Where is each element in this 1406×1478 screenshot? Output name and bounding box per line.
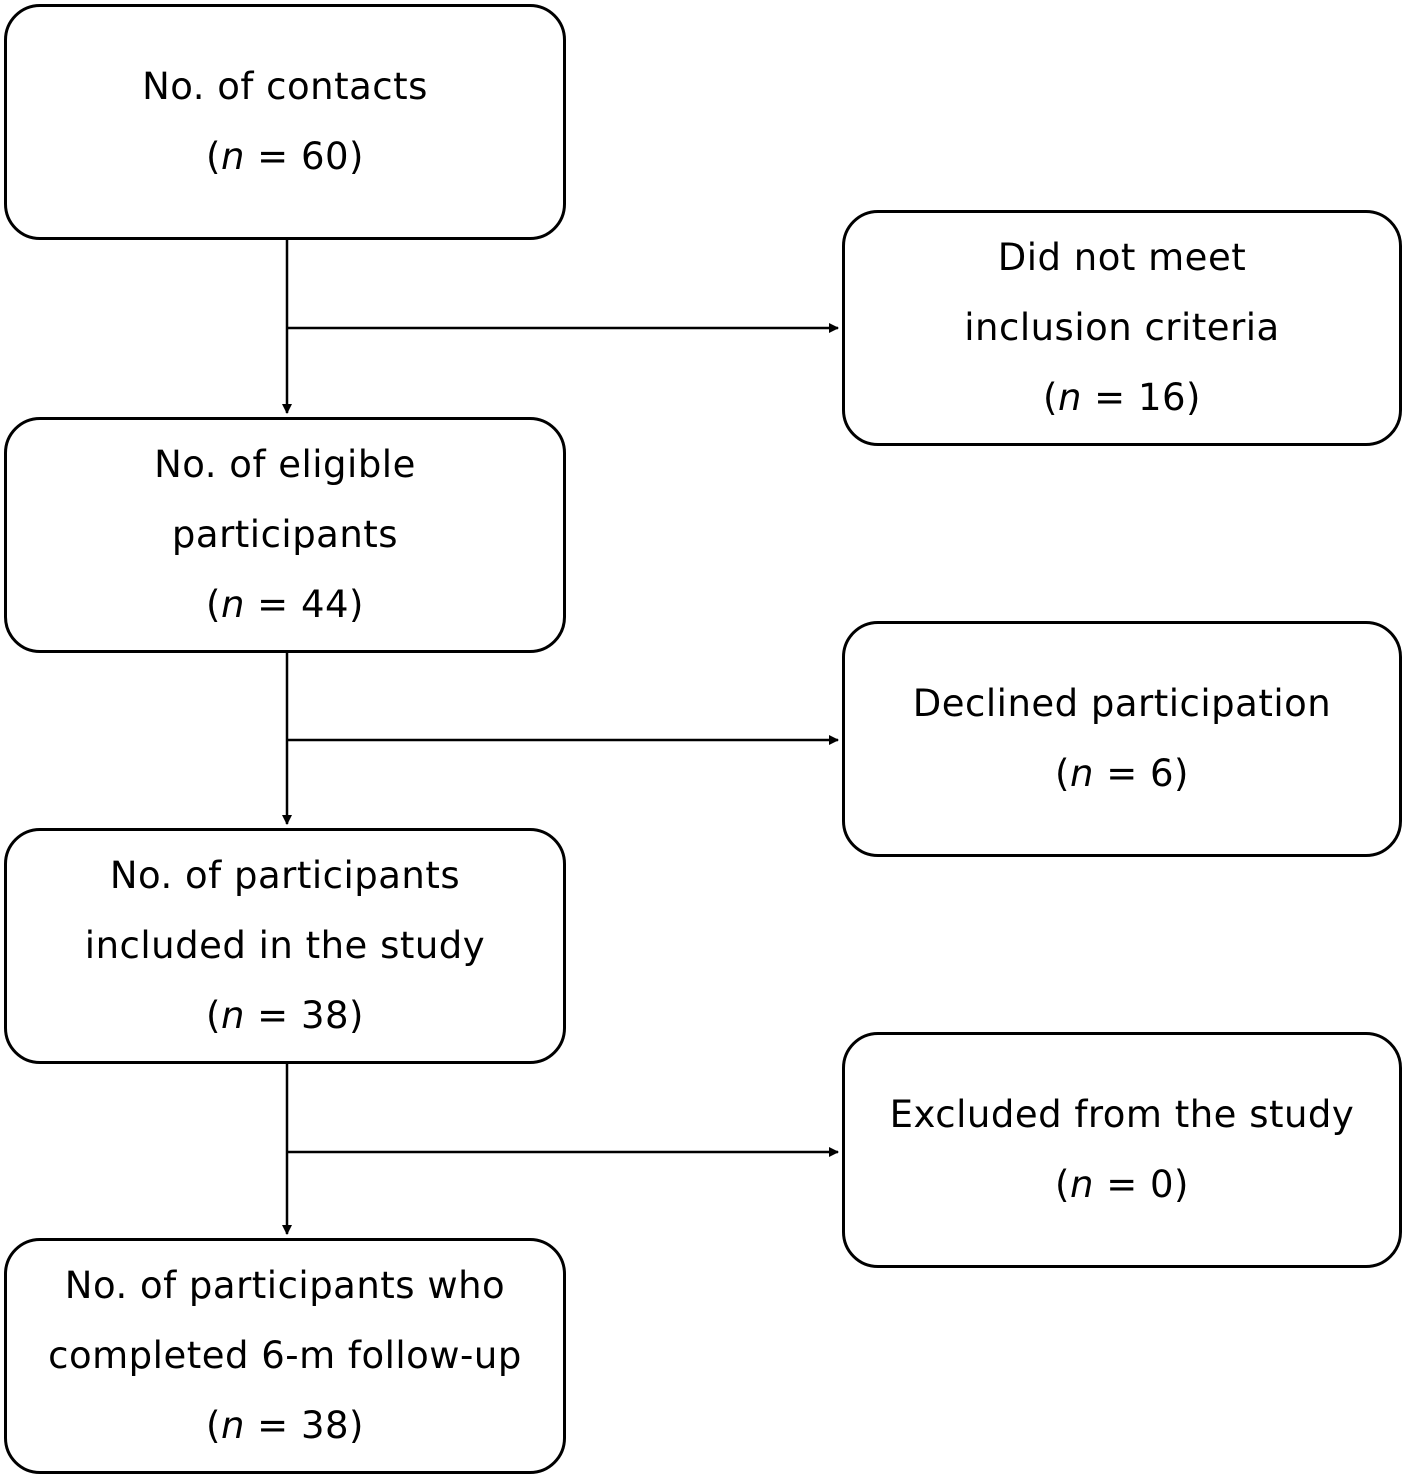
- count-value: 16: [1137, 376, 1187, 419]
- box-label-line: included in the study: [84, 924, 486, 967]
- count-symbol: n: [220, 583, 245, 626]
- count-symbol: n: [1069, 752, 1094, 795]
- box-count: (n = 16): [1043, 376, 1201, 419]
- box-declined: Declined participation (n = 6): [842, 621, 1402, 857]
- count-value: 60: [300, 135, 350, 178]
- box-contacts: No. of contacts (n = 60): [4, 4, 566, 240]
- box-not-meet-criteria: Did not meet inclusion criteria (n = 16): [842, 210, 1402, 446]
- box-count: (n = 44): [206, 583, 364, 626]
- box-count: (n = 38): [206, 1404, 364, 1447]
- box-excluded: Excluded from the study (n = 0): [842, 1032, 1402, 1268]
- count-value: 38: [300, 1404, 350, 1447]
- box-label-line: Excluded from the study: [889, 1093, 1355, 1136]
- box-label-line: No. of eligible: [154, 443, 416, 486]
- count-value: 44: [300, 583, 350, 626]
- box-label-line: inclusion criteria: [964, 306, 1280, 349]
- box-label-line: No. of participants who: [64, 1264, 506, 1307]
- count-value: 6: [1149, 752, 1175, 795]
- box-eligible: No. of eligible participants (n = 44): [4, 417, 566, 653]
- count-symbol: n: [1069, 1163, 1094, 1206]
- box-label-line: No. of contacts: [142, 65, 428, 108]
- box-completed: No. of participants who completed 6-m fo…: [4, 1238, 566, 1474]
- count-symbol: n: [1057, 376, 1082, 419]
- box-label-line: participants: [171, 513, 399, 556]
- count-symbol: n: [220, 1404, 245, 1447]
- box-count: (n = 0): [1055, 1163, 1189, 1206]
- box-label-line: Did not meet: [997, 236, 1247, 279]
- box-count: (n = 6): [1055, 752, 1189, 795]
- count-symbol: n: [220, 994, 245, 1037]
- count-value: 0: [1149, 1163, 1175, 1206]
- box-label-line: completed 6-m follow-up: [48, 1334, 522, 1377]
- box-label-line: No. of participants: [109, 854, 461, 897]
- box-label-line: Declined participation: [912, 682, 1332, 725]
- box-count: (n = 38): [206, 994, 364, 1037]
- box-included: No. of participants included in the stud…: [4, 828, 566, 1064]
- count-symbol: n: [220, 135, 245, 178]
- count-value: 38: [300, 994, 350, 1037]
- box-count: (n = 60): [206, 135, 364, 178]
